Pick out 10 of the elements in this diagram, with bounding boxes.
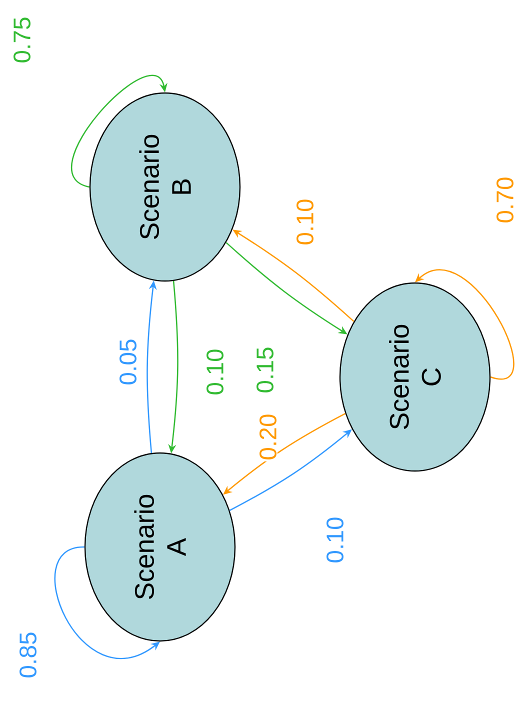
arrow — [71, 74, 168, 188]
edge-label: 0.75 — [12, 16, 32, 64]
edge-label: 0.10 — [326, 516, 344, 564]
edge-label: 0.10 — [296, 198, 314, 246]
edge-label: 0.05 — [118, 338, 138, 386]
edge-label: 0.85 — [18, 630, 38, 680]
edge-label: 0.20 — [258, 412, 278, 462]
edge-label: 0.15 — [256, 346, 274, 394]
edge-label: 0.70 — [496, 176, 514, 224]
edge-label: 0.10 — [206, 348, 224, 396]
